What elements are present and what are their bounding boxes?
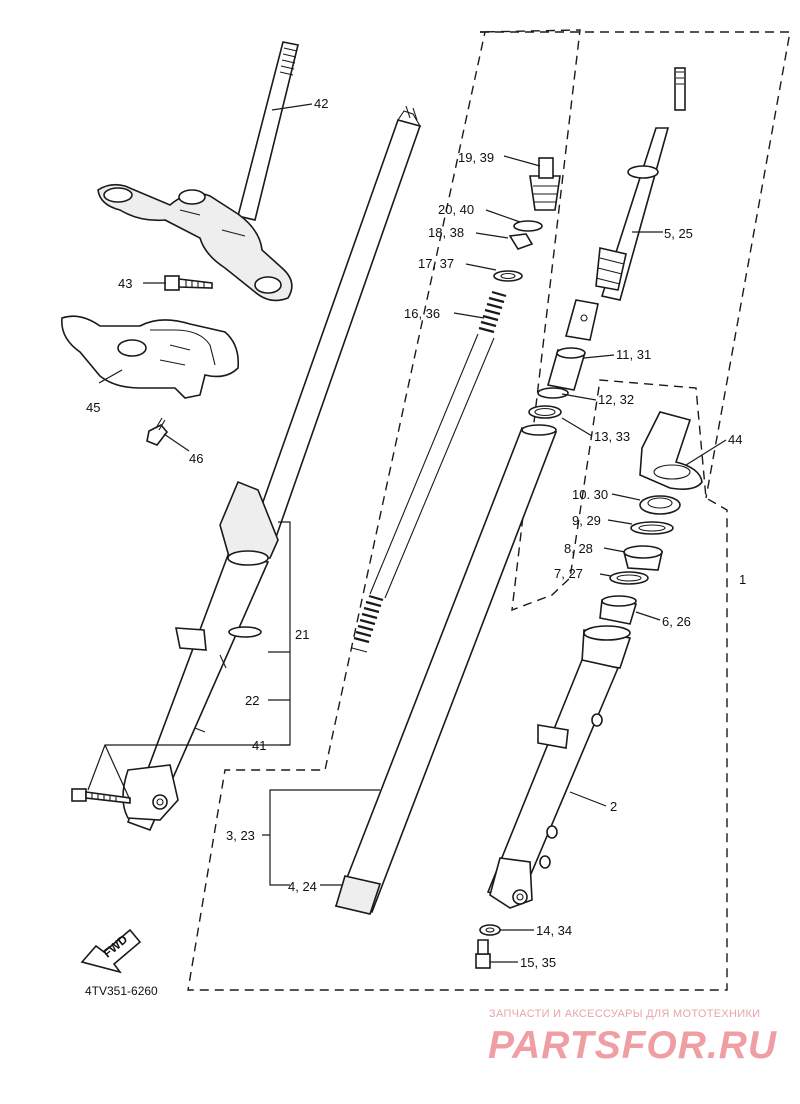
cylinder-parts-11-13 — [528, 347, 586, 419]
label-18-38: 18, 38 — [428, 225, 464, 240]
left-fork-tube — [250, 105, 422, 541]
leader-lines — [87, 103, 727, 963]
fork-boot-44 — [639, 411, 703, 490]
label-7-27: 7, 27 — [554, 566, 583, 581]
label-4-24: 4, 24 — [288, 879, 317, 894]
label-46: 46 — [189, 451, 203, 466]
damper-rod-5-25 — [564, 67, 686, 341]
label-1: 1 — [739, 572, 746, 587]
inner-tube-3-23 — [334, 424, 558, 915]
screw-46 — [146, 417, 169, 446]
label-44: 44 — [728, 432, 742, 447]
label-42: 42 — [314, 96, 328, 111]
damper-adjuster-19-39 — [493, 157, 561, 282]
seal-stack-7-10 — [599, 495, 681, 625]
fork-spring-16-36 — [351, 290, 507, 653]
label-15-35: 15, 35 — [520, 955, 556, 970]
label-10-30: 10. 30 — [572, 487, 608, 502]
label-17-37: 17, 37 — [418, 256, 454, 271]
watermark-tagline: ЗАПЧАСТИ И АКСЕССУАРЫ ДЛЯ МОТОТЕХНИКИ — [489, 1008, 761, 1020]
label-16-36: 16, 36 — [404, 306, 440, 321]
label-2: 2 — [610, 799, 617, 814]
fork-cover-45 — [61, 315, 240, 399]
label-13-33: 13, 33 — [594, 429, 630, 444]
steering-stem — [97, 41, 299, 302]
label-21: 21 — [295, 627, 309, 642]
drain-washer-14-34 — [479, 924, 501, 936]
label-11-31: 11, 31 — [616, 347, 651, 362]
drain-bolt-15-35 — [475, 939, 491, 969]
label-14-34: 14, 34 — [536, 923, 572, 938]
label-41: 41 — [252, 738, 266, 753]
label-20-40: 20, 40 — [438, 202, 474, 217]
watermark-logo: PARTSFOR.RU — [488, 1024, 778, 1067]
fwd-arrow-icon: FWD — [80, 928, 142, 974]
label-19-39: 19, 39 — [458, 150, 494, 165]
label-3-23: 3, 23 — [226, 828, 255, 843]
label-12-32: 12, 32 — [598, 392, 634, 407]
label-9-29: 9, 29 — [572, 513, 601, 528]
left-outer-leg — [122, 480, 279, 832]
label-22: 22 — [245, 693, 259, 708]
label-6-26: 6, 26 — [662, 614, 691, 629]
assembly-boundary-left — [187, 29, 728, 991]
axle-pinch-bolt-left — [71, 788, 131, 804]
label-43: 43 — [118, 276, 132, 291]
label-8-28: 8, 28 — [564, 541, 593, 556]
diagram-code: 4TV351-6260 — [85, 984, 158, 998]
label-45: 45 — [86, 400, 100, 415]
outer-tube-2 — [486, 625, 632, 909]
label-5-25: 5, 25 — [664, 226, 693, 241]
bolt-43 — [164, 275, 213, 291]
